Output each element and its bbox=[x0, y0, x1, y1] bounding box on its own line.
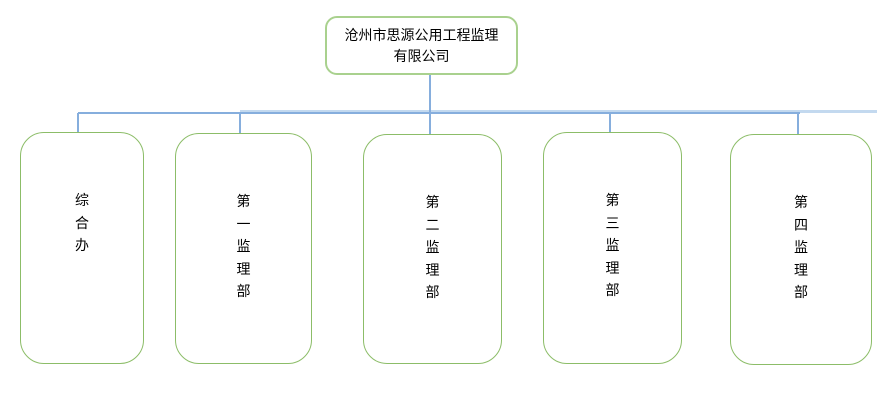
connector-drop-dept-2 bbox=[239, 113, 241, 134]
org-node-supervision-dept-1: 第一监理部 bbox=[175, 133, 312, 364]
connector-horizontal-line bbox=[78, 112, 800, 114]
org-node-label: 第三监理部 bbox=[605, 192, 620, 298]
connector-drop-dept-1 bbox=[77, 113, 79, 133]
org-node-supervision-dept-4: 第四监理部 bbox=[730, 134, 872, 365]
connector-drop-dept-4 bbox=[609, 113, 611, 132]
org-node-label: 第二监理部 bbox=[425, 194, 440, 300]
connector-root-stem bbox=[429, 75, 431, 113]
org-node-label: 第一监理部 bbox=[236, 193, 251, 299]
org-node-root-label-line1: 沧州市思源公用工程监理 bbox=[344, 26, 499, 43]
org-node-supervision-dept-2: 第二监理部 bbox=[363, 134, 502, 364]
org-node-root-label-line2: 有限公司 bbox=[393, 47, 450, 64]
connector-drop-dept-3 bbox=[429, 113, 431, 135]
org-node-label: 第四监理部 bbox=[794, 194, 808, 300]
connector-horizontal-line-light bbox=[240, 110, 877, 113]
org-node-supervision-dept-3: 第三监理部 bbox=[543, 132, 682, 364]
org-node-label: 综合办 bbox=[75, 192, 89, 253]
org-node-general-office: 综合办 bbox=[20, 132, 144, 364]
org-node-root: 沧州市思源公用工程监理 有限公司 bbox=[325, 16, 518, 75]
connector-drop-dept-5 bbox=[797, 113, 799, 135]
